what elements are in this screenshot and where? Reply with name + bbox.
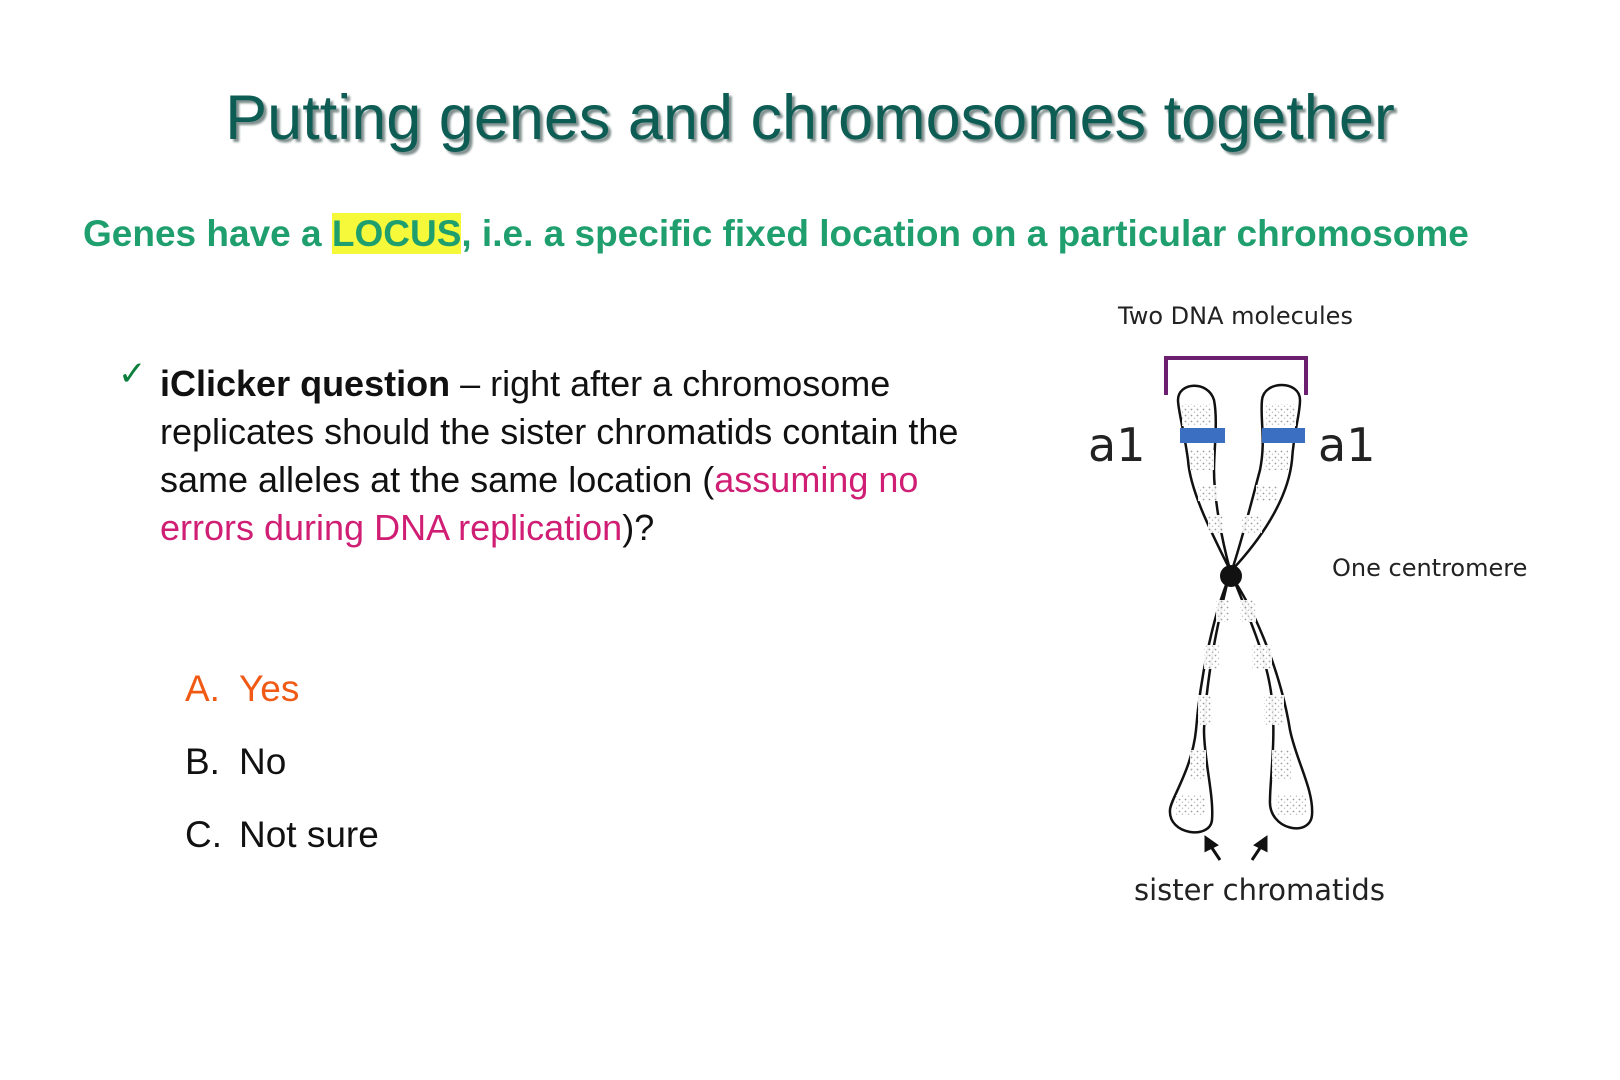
chromatid-arrows bbox=[1204, 835, 1268, 861]
question-body-end: )? bbox=[622, 507, 655, 548]
locus-band-left bbox=[1180, 428, 1225, 443]
question-text: iClicker question – right after a chromo… bbox=[160, 360, 1000, 552]
answer-text: Not sure bbox=[239, 814, 379, 855]
answer-letter: C. bbox=[185, 814, 222, 855]
question-body-start: – right after a chromosome replicates sh… bbox=[160, 363, 959, 500]
subtitle-text-end: , i.e. a specific fixed location on a pa… bbox=[461, 213, 1469, 254]
chromosome-figure: Two DNA molecules a1 a1 One centromere s… bbox=[1088, 300, 1620, 960]
subtitle-text-start: Genes have a bbox=[83, 213, 332, 254]
checkmark-icon: ✓ bbox=[118, 354, 147, 394]
slide-title: Putting genes and chromosomes together bbox=[225, 83, 1395, 153]
subtitle: Genes have a LOCUS, i.e. a specific fixe… bbox=[83, 213, 1469, 255]
allele-right-label: a1 bbox=[1318, 418, 1376, 472]
chromosome-diagram bbox=[1164, 356, 1314, 861]
molecules-bracket bbox=[1164, 356, 1308, 395]
answer-option-c[interactable]: C. Not sure bbox=[185, 814, 379, 887]
question-emphasis: assuming no errors during DNA replicatio… bbox=[160, 459, 919, 548]
chromatid-bands bbox=[1176, 404, 1306, 815]
two-dna-molecules-label: Two DNA molecules bbox=[1118, 302, 1353, 330]
sister-chromatids-label: sister chromatids bbox=[1134, 873, 1385, 907]
answer-letter: B. bbox=[185, 741, 220, 782]
answer-text: No bbox=[239, 741, 287, 782]
answer-list: A. Yes B. No C. Not sure bbox=[185, 668, 379, 887]
locus-highlight: LOCUS bbox=[331, 213, 462, 254]
centromere-label: One centromere bbox=[1332, 554, 1528, 582]
locus-band-right bbox=[1262, 428, 1305, 443]
answer-option-a[interactable]: A. Yes bbox=[185, 668, 379, 741]
answer-option-b[interactable]: B. No bbox=[185, 741, 379, 814]
answer-text: Yes bbox=[239, 668, 300, 709]
centromere-dot bbox=[1220, 565, 1242, 587]
question-heading: iClicker question bbox=[160, 363, 451, 404]
allele-left-label: a1 bbox=[1088, 418, 1146, 472]
answer-letter: A. bbox=[185, 668, 220, 709]
